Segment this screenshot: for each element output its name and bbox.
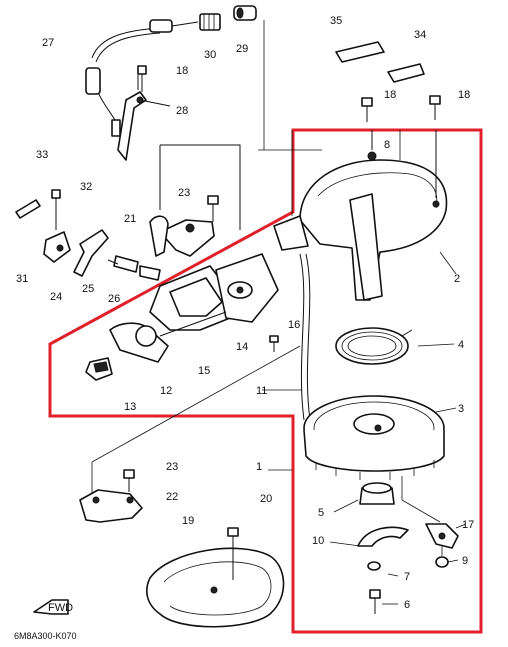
recoil-spring	[335, 327, 413, 365]
callout-c11: 11	[256, 385, 267, 397]
callout-c30: 30	[204, 49, 216, 61]
callout-c2: 2	[454, 273, 460, 285]
callout-c21: 21	[124, 213, 136, 225]
bolt-18-right	[361, 95, 441, 122]
callout-c8: 8	[384, 139, 390, 151]
callout-c5: 5	[318, 507, 324, 519]
callout-c31: 31	[16, 273, 28, 285]
callout-c23b: 23	[178, 187, 190, 199]
callout-c27: 27	[42, 37, 54, 49]
starter-rope	[299, 253, 311, 421]
callout-c18a: 18	[176, 65, 188, 77]
lower-bracket	[79, 469, 143, 523]
callout-c10: 10	[312, 535, 324, 547]
cable-assembly	[85, 19, 199, 137]
highlight-outline	[48, 128, 483, 634]
bolt-18-left	[137, 65, 147, 92]
base-plate	[146, 527, 285, 628]
callout-c33: 33	[36, 149, 48, 161]
callout-c3: 3	[458, 403, 464, 415]
lever-bracket	[149, 144, 241, 257]
callout-c28: 28	[176, 105, 188, 117]
callout-c25: 25	[82, 283, 94, 295]
callout-c18c: 18	[458, 89, 470, 101]
callout-c9: 9	[462, 555, 468, 567]
callout-c12: 12	[160, 385, 172, 397]
starter-handle-group	[85, 253, 279, 381]
fwd-arrow: FWD	[33, 599, 73, 615]
fwd-arrow-label: FWD	[48, 602, 73, 614]
callout-c4: 4	[458, 339, 464, 351]
callout-c16: 16	[288, 319, 300, 331]
callout-c34: 34	[414, 29, 426, 41]
callout-c18b: 18	[384, 89, 396, 101]
callout-c35: 35	[330, 15, 342, 27]
callout-c29: 29	[236, 43, 248, 55]
callout-c14: 14	[236, 341, 248, 353]
callout-c23a: 23	[166, 461, 178, 473]
callout-c24: 24	[50, 291, 62, 303]
rope-reel	[303, 395, 445, 480]
callout-c26: 26	[108, 293, 120, 305]
callout-c15: 15	[198, 365, 210, 377]
spring-and-sleeve	[199, 5, 257, 31]
callout-c22: 22	[166, 491, 178, 503]
callout-c32: 32	[80, 181, 92, 193]
drive-pawl-group	[357, 482, 459, 614]
link-bracket	[117, 75, 171, 161]
callout-c7: 7	[404, 571, 410, 583]
diagram-code: 6M8A300-K070	[14, 631, 77, 641]
small-link-parts	[15, 189, 161, 281]
callout-c1: 1	[256, 461, 262, 473]
leader-lines	[91, 20, 467, 605]
callout-c6: 6	[404, 599, 410, 611]
callout-c19: 19	[182, 515, 194, 527]
callout-c13: 13	[124, 401, 136, 413]
starter-housing	[273, 130, 448, 301]
decals	[335, 41, 425, 83]
callout-c17: 17	[462, 519, 474, 531]
callout-c20: 20	[260, 493, 272, 505]
